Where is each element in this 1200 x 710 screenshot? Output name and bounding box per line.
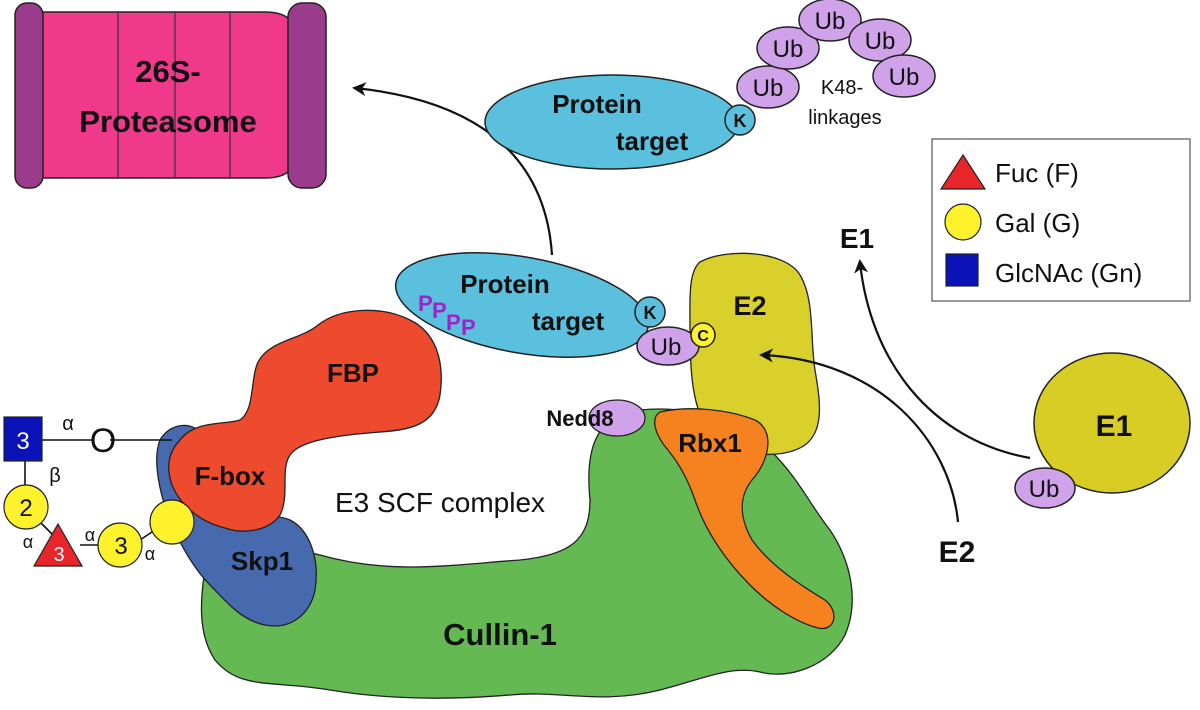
legend-glcnac-label: GlcNAc (Gn) bbox=[995, 258, 1142, 288]
ub-mid-label: Ub bbox=[651, 334, 682, 361]
phospho-p-4: P bbox=[461, 315, 476, 340]
alpha-label-1: α bbox=[62, 413, 74, 435]
cysteine-c-label: C bbox=[697, 328, 709, 345]
target-top-line2: target bbox=[616, 126, 689, 156]
ub-chain-4 bbox=[848, 18, 912, 62]
fuc-legend-icon bbox=[939, 153, 987, 190]
cullin-label: Cullin-1 bbox=[443, 617, 557, 652]
e1-release-arrow bbox=[854, 259, 1031, 460]
nedd8-label: Nedd8 bbox=[546, 406, 613, 431]
target-mid-line1: Protein bbox=[460, 269, 550, 299]
fuc-number: 3 bbox=[53, 544, 64, 566]
proteasome-label-line1: 26S- bbox=[135, 54, 200, 89]
nedd8-ub bbox=[588, 399, 646, 437]
gal-1-number: 2 bbox=[19, 495, 32, 522]
o-linkage-label: O bbox=[90, 422, 116, 460]
target-top-line1: Protein bbox=[552, 89, 642, 119]
glcnac-number: 3 bbox=[16, 428, 29, 455]
phospho-p-1: P bbox=[418, 291, 433, 316]
legend: Fuc (F) Gal (G) GlcNAc (Gn) bbox=[931, 138, 1191, 302]
e2-label: E2 bbox=[733, 291, 766, 321]
gal-circle-2-icon bbox=[97, 522, 143, 568]
lysine-k-top-label: K bbox=[734, 111, 747, 131]
lysine-k-mid bbox=[634, 296, 666, 328]
proteasome-right-cap bbox=[287, 2, 327, 189]
rbx1-label: Rbx1 bbox=[678, 428, 742, 458]
ub-chain-2 bbox=[756, 26, 820, 70]
target-mid-line2: target bbox=[532, 306, 605, 336]
e3-scf-complex-label: E3 SCF complex bbox=[335, 487, 545, 518]
fbox-label: F-box bbox=[195, 461, 266, 491]
gal-circle-1-icon bbox=[3, 484, 49, 530]
lysine-k-mid-label: K bbox=[644, 303, 657, 323]
phospho-p-2: P bbox=[432, 298, 447, 323]
beta-label: β bbox=[49, 465, 61, 487]
e1-label: E1 bbox=[1096, 410, 1133, 443]
e1-enzyme bbox=[1033, 352, 1191, 494]
proteasome: 26S- Proteasome bbox=[14, 2, 327, 189]
ub-chain-5 bbox=[872, 54, 936, 98]
legend-fuc-label: Fuc (F) bbox=[995, 158, 1079, 188]
k48-label-line1: K48- bbox=[821, 77, 863, 99]
fuc-triangle-icon bbox=[32, 522, 84, 567]
ub-chain-1-label: Ub bbox=[753, 75, 784, 102]
ub-chain-3-label: Ub bbox=[815, 8, 846, 35]
ub-chain-4-label: Ub bbox=[865, 28, 896, 55]
rbx1 bbox=[654, 408, 835, 630]
phospho-p-3: P bbox=[446, 310, 461, 335]
alpha-label-2: α bbox=[23, 532, 33, 552]
skp1-label: Skp1 bbox=[231, 546, 293, 576]
glycan-chain: O α β 3 2 3 3 α α α bbox=[3, 413, 195, 568]
cysteine-c bbox=[690, 322, 716, 348]
fbp-fbox bbox=[168, 309, 442, 532]
e1-top-label: E1 bbox=[840, 223, 874, 254]
e1-ub-label: Ub bbox=[1029, 476, 1060, 503]
e2-bottom-label: E2 bbox=[939, 536, 976, 569]
ub-chain-5-label: Ub bbox=[889, 64, 920, 91]
ub-chain-2-label: Ub bbox=[773, 36, 804, 63]
gal-2-number: 3 bbox=[114, 533, 127, 560]
k48-label-line2: linkages bbox=[808, 107, 881, 129]
ub-chain-3 bbox=[798, 0, 862, 42]
gal-gal-bond bbox=[139, 531, 153, 541]
proteasome-left-cap bbox=[14, 2, 44, 189]
gal-circle-3-icon bbox=[149, 499, 195, 545]
glcnac-square-icon bbox=[3, 416, 43, 462]
legend-gal-label: Gal (G) bbox=[995, 208, 1080, 238]
proteasome-body bbox=[39, 11, 296, 179]
alpha-label-3: α bbox=[85, 525, 95, 545]
phospho-target: Protein target P P P P K Ub C bbox=[394, 252, 716, 366]
proteasome-label-line2: Proteasome bbox=[79, 104, 256, 139]
gal-legend-icon bbox=[944, 203, 982, 241]
e2-transfer-arrow bbox=[759, 348, 960, 523]
fbp-label: FBP bbox=[327, 358, 379, 388]
ubiquitinated-target: Protein target K Ub Ub Ub Ub Ub K48- lin… bbox=[484, 0, 936, 170]
glcnac-legend-icon bbox=[945, 253, 979, 287]
ub-chain-1 bbox=[736, 65, 800, 109]
e1-ub bbox=[1014, 467, 1076, 509]
alpha-label-4: α bbox=[145, 544, 155, 564]
lysine-k-top bbox=[724, 104, 756, 136]
